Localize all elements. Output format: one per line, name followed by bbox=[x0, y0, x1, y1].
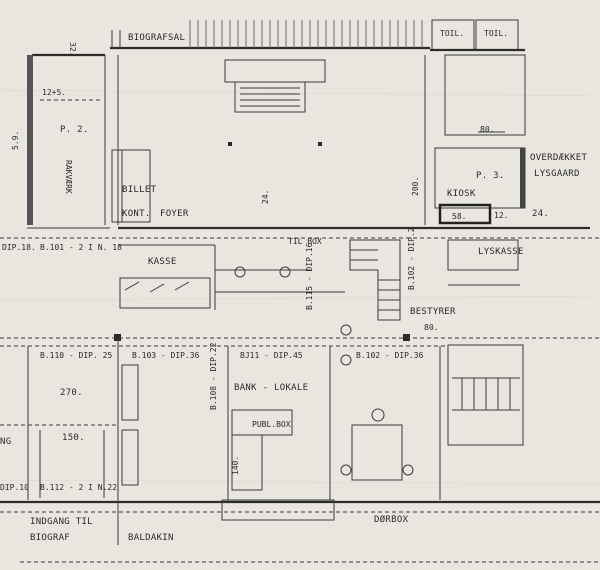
label-dip10: DIP.10 bbox=[0, 483, 29, 492]
label-dim-270: 270. bbox=[60, 388, 83, 398]
label-dim-150: 150. bbox=[62, 433, 85, 443]
label-dim-80-a: 80. bbox=[480, 125, 494, 134]
label-publ-box: PUBL.BOX bbox=[252, 420, 291, 429]
label-dim-24-a: 24. bbox=[261, 190, 270, 204]
label-til-box: TIL BOX bbox=[288, 237, 322, 246]
label-toil-2: TOIL. bbox=[484, 29, 508, 38]
p2-walls bbox=[27, 53, 110, 229]
label-lysgaard: LYSGAARD bbox=[534, 169, 580, 179]
label-dorbox: DØRBOX bbox=[374, 514, 409, 525]
column-1 bbox=[114, 334, 121, 341]
label-toil-1: TOIL. bbox=[440, 29, 464, 38]
label-overdaekket: OVERDÆKKET bbox=[530, 153, 587, 163]
label-ng: NG bbox=[0, 437, 11, 447]
label-p2: P. 2. bbox=[60, 125, 89, 135]
label-b102-a: B.102 - DIP.2 bbox=[407, 227, 416, 290]
label-dim-12: 12. bbox=[494, 211, 508, 220]
label-b108: B.108 - DIP.22 bbox=[209, 342, 218, 410]
label-dim-12-5: 12+5. bbox=[42, 88, 66, 97]
label-kasse: KASSE bbox=[148, 257, 177, 267]
label-kont: KONT. bbox=[122, 209, 151, 219]
label-kiosk: KIOSK bbox=[447, 189, 476, 199]
entrance bbox=[0, 499, 600, 563]
toilets bbox=[430, 19, 525, 52]
label-dim-200: 200. bbox=[411, 177, 420, 196]
label-b102-b: B.102 - DIP.36 bbox=[356, 351, 424, 360]
lysgaard-walls bbox=[430, 54, 590, 230]
billet-kontor bbox=[111, 149, 151, 223]
label-rakvaerk: RAKVÆRK bbox=[64, 160, 73, 194]
label-b110: B.110 - DIP. 25 bbox=[40, 351, 112, 360]
middle-band bbox=[0, 237, 600, 366]
paper-texture bbox=[0, 89, 600, 485]
label-billet: BILLET bbox=[122, 185, 157, 195]
label-foyer: FOYER bbox=[160, 209, 189, 219]
label-b112: B.112 - 2 I N.22 bbox=[40, 483, 117, 492]
label-baldakin: BALDAKIN bbox=[128, 533, 174, 543]
label-dim-58: 58. bbox=[452, 212, 466, 221]
label-dim-80-b: 80. bbox=[424, 323, 438, 332]
label-p3: P. 3. bbox=[476, 171, 505, 181]
label-lyskasse: LYSKASSE bbox=[478, 247, 524, 257]
label-bj11: BJ11 - DIP.45 bbox=[240, 351, 303, 360]
label-biograf: BIOGRAF bbox=[30, 533, 70, 543]
label-dim-24-b: 24. bbox=[532, 209, 549, 219]
foyer-walls bbox=[117, 55, 430, 230]
lower-band bbox=[0, 337, 600, 500]
label-b101: B.101 - 2 I N. 18 bbox=[40, 243, 122, 252]
label-dip18: DIP.18. bbox=[2, 243, 36, 252]
biografsal-wall bbox=[110, 20, 430, 50]
label-biografsal: BIOGRAFSAL bbox=[128, 33, 185, 43]
column-2 bbox=[403, 334, 410, 341]
label-b115: B.115 - DIP.16 bbox=[305, 242, 314, 310]
label-dim-32: 32. bbox=[68, 42, 77, 56]
label-b103: B.103 - DIP.36 bbox=[132, 351, 200, 360]
label-bestyrer: BESTYRER bbox=[410, 307, 456, 317]
label-bank-lokale: BANK - LOKALE bbox=[234, 383, 308, 393]
label-dim-140: 140. bbox=[231, 456, 240, 475]
label-indgang-til: INDGANG TIL bbox=[30, 517, 93, 527]
label-dim-5-9: 5.9. bbox=[11, 131, 20, 150]
